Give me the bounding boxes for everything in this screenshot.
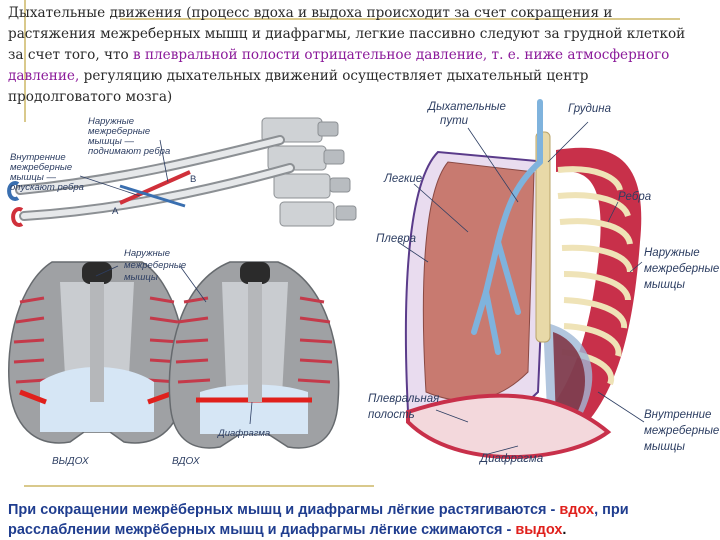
caption-inhale: вдох <box>559 502 595 518</box>
diaphragm-shape <box>406 393 612 459</box>
rib-muscle-wall <box>528 147 642 452</box>
lung-shape <box>422 161 535 402</box>
intro-paragraph: Дыхательные движения (процесс вдоха и вы… <box>8 3 698 108</box>
outer-intercostal-label-1: Наружные <box>644 247 700 259</box>
intro-text-3: регуляцию дыхательных движений осуществл… <box>8 68 589 105</box>
exhale-label: ВЫДОХ <box>52 456 89 467</box>
intro-text-highlight: в плевральной полости отрицательное давл… <box>8 47 670 84</box>
lung-thorax-diagram: Дыхательные пути Грудина Легкие Ребра Пл… <box>368 99 719 465</box>
decorative-top-line <box>120 18 680 20</box>
chest-outer-label-1: Наружные <box>124 248 170 259</box>
rib-upper <box>15 135 285 195</box>
rib-cut-blue <box>7 181 20 201</box>
chest-outer-label-2: межреберные <box>124 260 186 271</box>
inner-muscle-line <box>119 184 186 208</box>
inner-muscles-label-4: опускают ребра <box>10 182 84 193</box>
bottom-caption: При сокращении межрёберных мышц и диафра… <box>8 500 720 540</box>
lungs-label: Легкие <box>383 173 422 185</box>
point-b-label: В <box>190 174 196 185</box>
point-a-label: А <box>112 206 119 217</box>
decorative-vertical-line <box>24 0 26 122</box>
caption-text-2: , при расслаблении межрёберных мышц и ди… <box>8 502 629 538</box>
sternum-label: Грудина <box>568 103 611 115</box>
inner-muscles-label-2: межреберные <box>10 162 72 173</box>
airway-tree <box>471 99 543 355</box>
inhale-label: ВДОХ <box>172 456 200 467</box>
ribcage-exhale <box>8 261 186 444</box>
inner-muscles-label-1: Внутренние <box>10 152 66 163</box>
pleura-label: Плевра <box>376 233 416 245</box>
inner-intercostal-label-1: Внутренние <box>644 409 711 421</box>
ribcage-inhale <box>168 261 340 449</box>
outer-muscles-label-1: Наружные <box>88 116 134 127</box>
pleural-cavity-label-1: Плевральная <box>368 393 439 405</box>
decorative-bottom-line <box>24 485 374 487</box>
outer-muscles-label-3: мышцы — <box>88 136 134 147</box>
chest-outer-label-3: мышцы <box>124 272 158 283</box>
ribs-muscles-diagram: Наружные межреберные мышцы — поднимают р… <box>7 116 357 227</box>
chest-diaphragm-label: Диафрагма <box>217 428 270 439</box>
inner-intercostal-label-3: мышцы <box>644 441 685 453</box>
rib-cut-red <box>11 207 24 227</box>
intro-text-1: Дыхательные движения (процесс вдоха и вы… <box>8 5 686 63</box>
outer-muscles-label-2: межреберные <box>88 126 150 137</box>
airways-label-2: пути <box>440 115 469 127</box>
ribs-label: Ребра <box>618 191 651 203</box>
caption-end: . <box>562 522 567 538</box>
chest-breathing-diagram: Наружные межреберные мышцы ВЫДОХ ВДОХ Ди… <box>8 248 340 467</box>
caption-text-1: При сокращении межрёберных мышц и диафра… <box>8 502 560 518</box>
outer-intercostal-label-2: межреберные <box>644 263 719 275</box>
airways-label-1: Дыхательные <box>426 101 506 113</box>
inner-intercostal-label-2: межреберные <box>644 425 719 437</box>
inner-muscles-label-3: мышцы — <box>10 172 56 183</box>
caption-exhale: выдох <box>515 522 563 538</box>
outer-muscle-line <box>119 170 191 205</box>
diaphragm-label: Диафрагма <box>478 453 543 465</box>
outer-intercostal-label-3: мышцы <box>644 279 685 291</box>
pleural-cavity-label-2: полость <box>368 409 415 421</box>
outer-muscles-label-4: поднимают ребра <box>88 146 170 157</box>
